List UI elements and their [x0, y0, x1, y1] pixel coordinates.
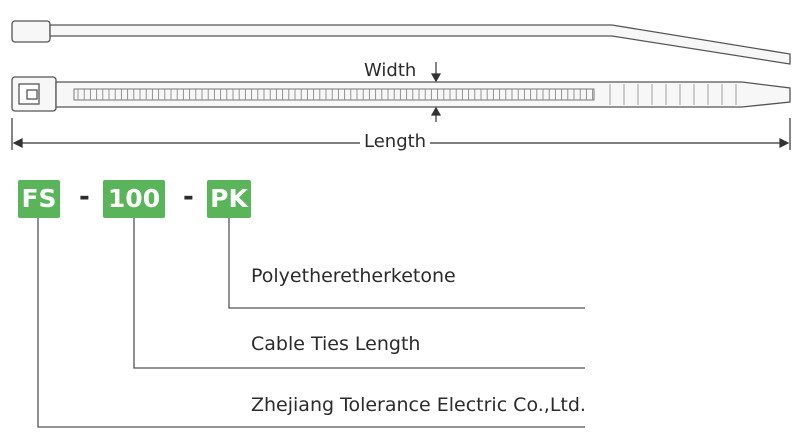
tie-head-side	[11, 20, 51, 43]
leader-material	[228, 218, 585, 309]
length-label: Length	[360, 131, 431, 152]
leader-length	[133, 218, 585, 369]
width-label: Width	[364, 60, 417, 81]
legend-material: Polyetheretherketone	[251, 265, 456, 287]
legend-leaders	[37, 218, 585, 428]
code-separator-1: -	[79, 182, 90, 212]
cable-tie-side-view	[11, 20, 791, 65]
tie-serration-band	[73, 88, 595, 101]
legend-length: Cable Ties Length	[251, 333, 421, 355]
tie-serrations	[77, 89, 594, 100]
code-segment-series: FS	[18, 180, 60, 218]
code-segment-material: PK	[207, 180, 251, 218]
tie-strap-side	[49, 24, 791, 65]
leader-manufacturer	[37, 218, 585, 428]
code-separator-2: -	[183, 182, 194, 212]
code-segment-length: 100	[103, 180, 165, 218]
tie-strap-top	[55, 81, 791, 108]
tie-tip-ribs	[609, 84, 737, 105]
tie-head-pawl	[26, 89, 38, 100]
legend-manufacturer: Zhejiang Tolerance Electric Co.,Ltd.	[251, 394, 586, 416]
width-indicator	[430, 62, 442, 122]
cable-tie-top-view	[11, 76, 791, 112]
